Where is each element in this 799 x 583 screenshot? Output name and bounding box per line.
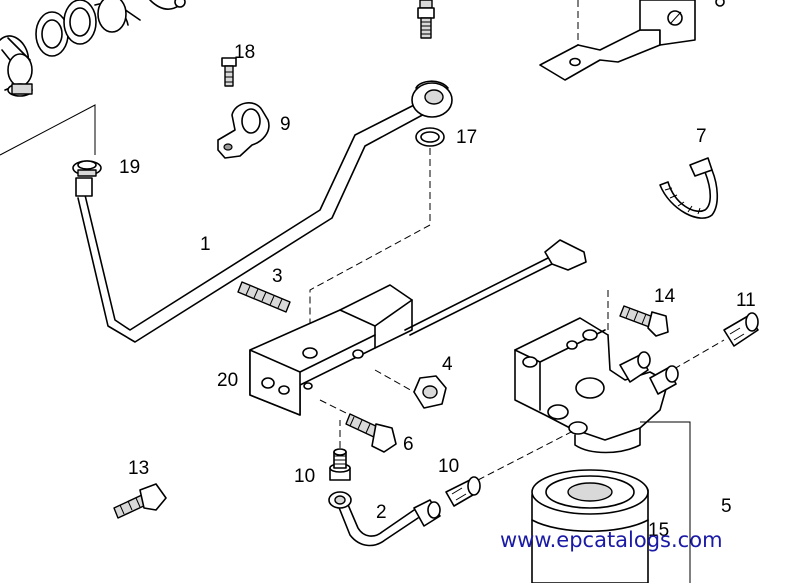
fitting-10-right — [445, 429, 576, 507]
bolt-18 — [221, 57, 237, 87]
fuel-pipe-2 — [328, 420, 441, 547]
flange-nut-4 — [374, 369, 447, 409]
callout-3: 3 — [272, 266, 283, 287]
filter-bowl-15 — [531, 469, 649, 583]
callout-9: 9 — [280, 114, 291, 135]
callout-10-right: 10 — [438, 456, 459, 477]
bolt-6 — [319, 399, 397, 453]
callout-2: 2 — [376, 502, 387, 523]
mounting-bracket — [539, 0, 725, 81]
callout-18: 18 — [234, 42, 255, 63]
fuel-pipe-1 — [75, 80, 453, 343]
callout-13: 13 — [128, 458, 149, 479]
callout-10-left: 10 — [294, 466, 315, 487]
callout-19: 19 — [119, 157, 140, 178]
leader-line-5 — [640, 421, 691, 583]
stud-bolt-top — [417, 0, 435, 39]
sealing-washer-17 — [415, 127, 445, 147]
strap-7 — [659, 157, 719, 219]
callout-15: 15 — [648, 520, 669, 541]
hose-clip-19 — [72, 160, 102, 177]
intake-hose-assembly — [0, 0, 186, 156]
pipe-clamp-9 — [217, 102, 270, 159]
bolt-14 — [619, 305, 669, 337]
callout-11: 11 — [736, 290, 756, 311]
sensor-block-20 — [249, 239, 587, 416]
fitting-10-left — [329, 448, 351, 481]
callout-6: 6 — [403, 434, 414, 455]
stud-3 — [237, 281, 291, 313]
callout-17: 17 — [456, 127, 477, 148]
callout-5: 5 — [721, 496, 732, 517]
watermark: www.epcatalogs.com — [500, 528, 723, 552]
callout-7: 7 — [696, 126, 707, 147]
fitting-11 — [654, 312, 759, 381]
callout-1: 1 — [200, 234, 211, 255]
callout-20: 20 — [217, 370, 238, 391]
callout-14: 14 — [654, 286, 676, 307]
callout-4: 4 — [442, 354, 453, 375]
bolt-13 — [113, 483, 167, 519]
fuel-filter-head — [514, 290, 679, 454]
